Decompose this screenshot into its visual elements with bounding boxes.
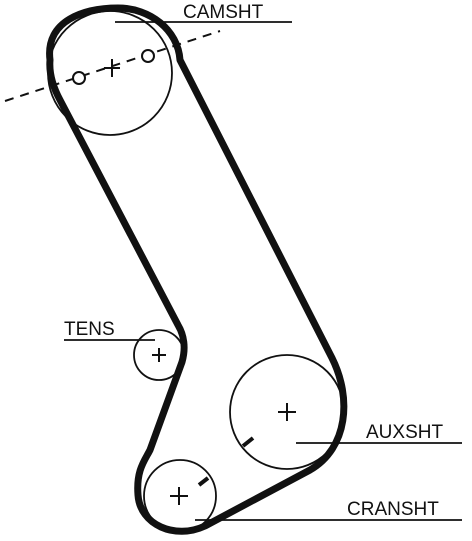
auxiliary-center-cross xyxy=(278,403,296,421)
camshaft-center-cross xyxy=(104,59,120,77)
tensioner-label: TENS xyxy=(64,319,115,340)
auxiliary-timing-mark xyxy=(241,436,255,448)
auxiliary-label: AUXSHT xyxy=(366,422,443,443)
camshaft-timing-mark-right xyxy=(141,49,155,63)
camshaft-label: CAMSHT xyxy=(183,2,264,23)
crankshaft-timing-mark xyxy=(197,476,210,487)
timing-belt xyxy=(46,4,348,535)
camshaft-timing-mark-left xyxy=(72,71,86,85)
crankshaft-center-cross xyxy=(170,487,188,505)
tensioner-center-cross xyxy=(152,348,166,362)
crankshaft-label: CRANSHT xyxy=(347,499,439,520)
